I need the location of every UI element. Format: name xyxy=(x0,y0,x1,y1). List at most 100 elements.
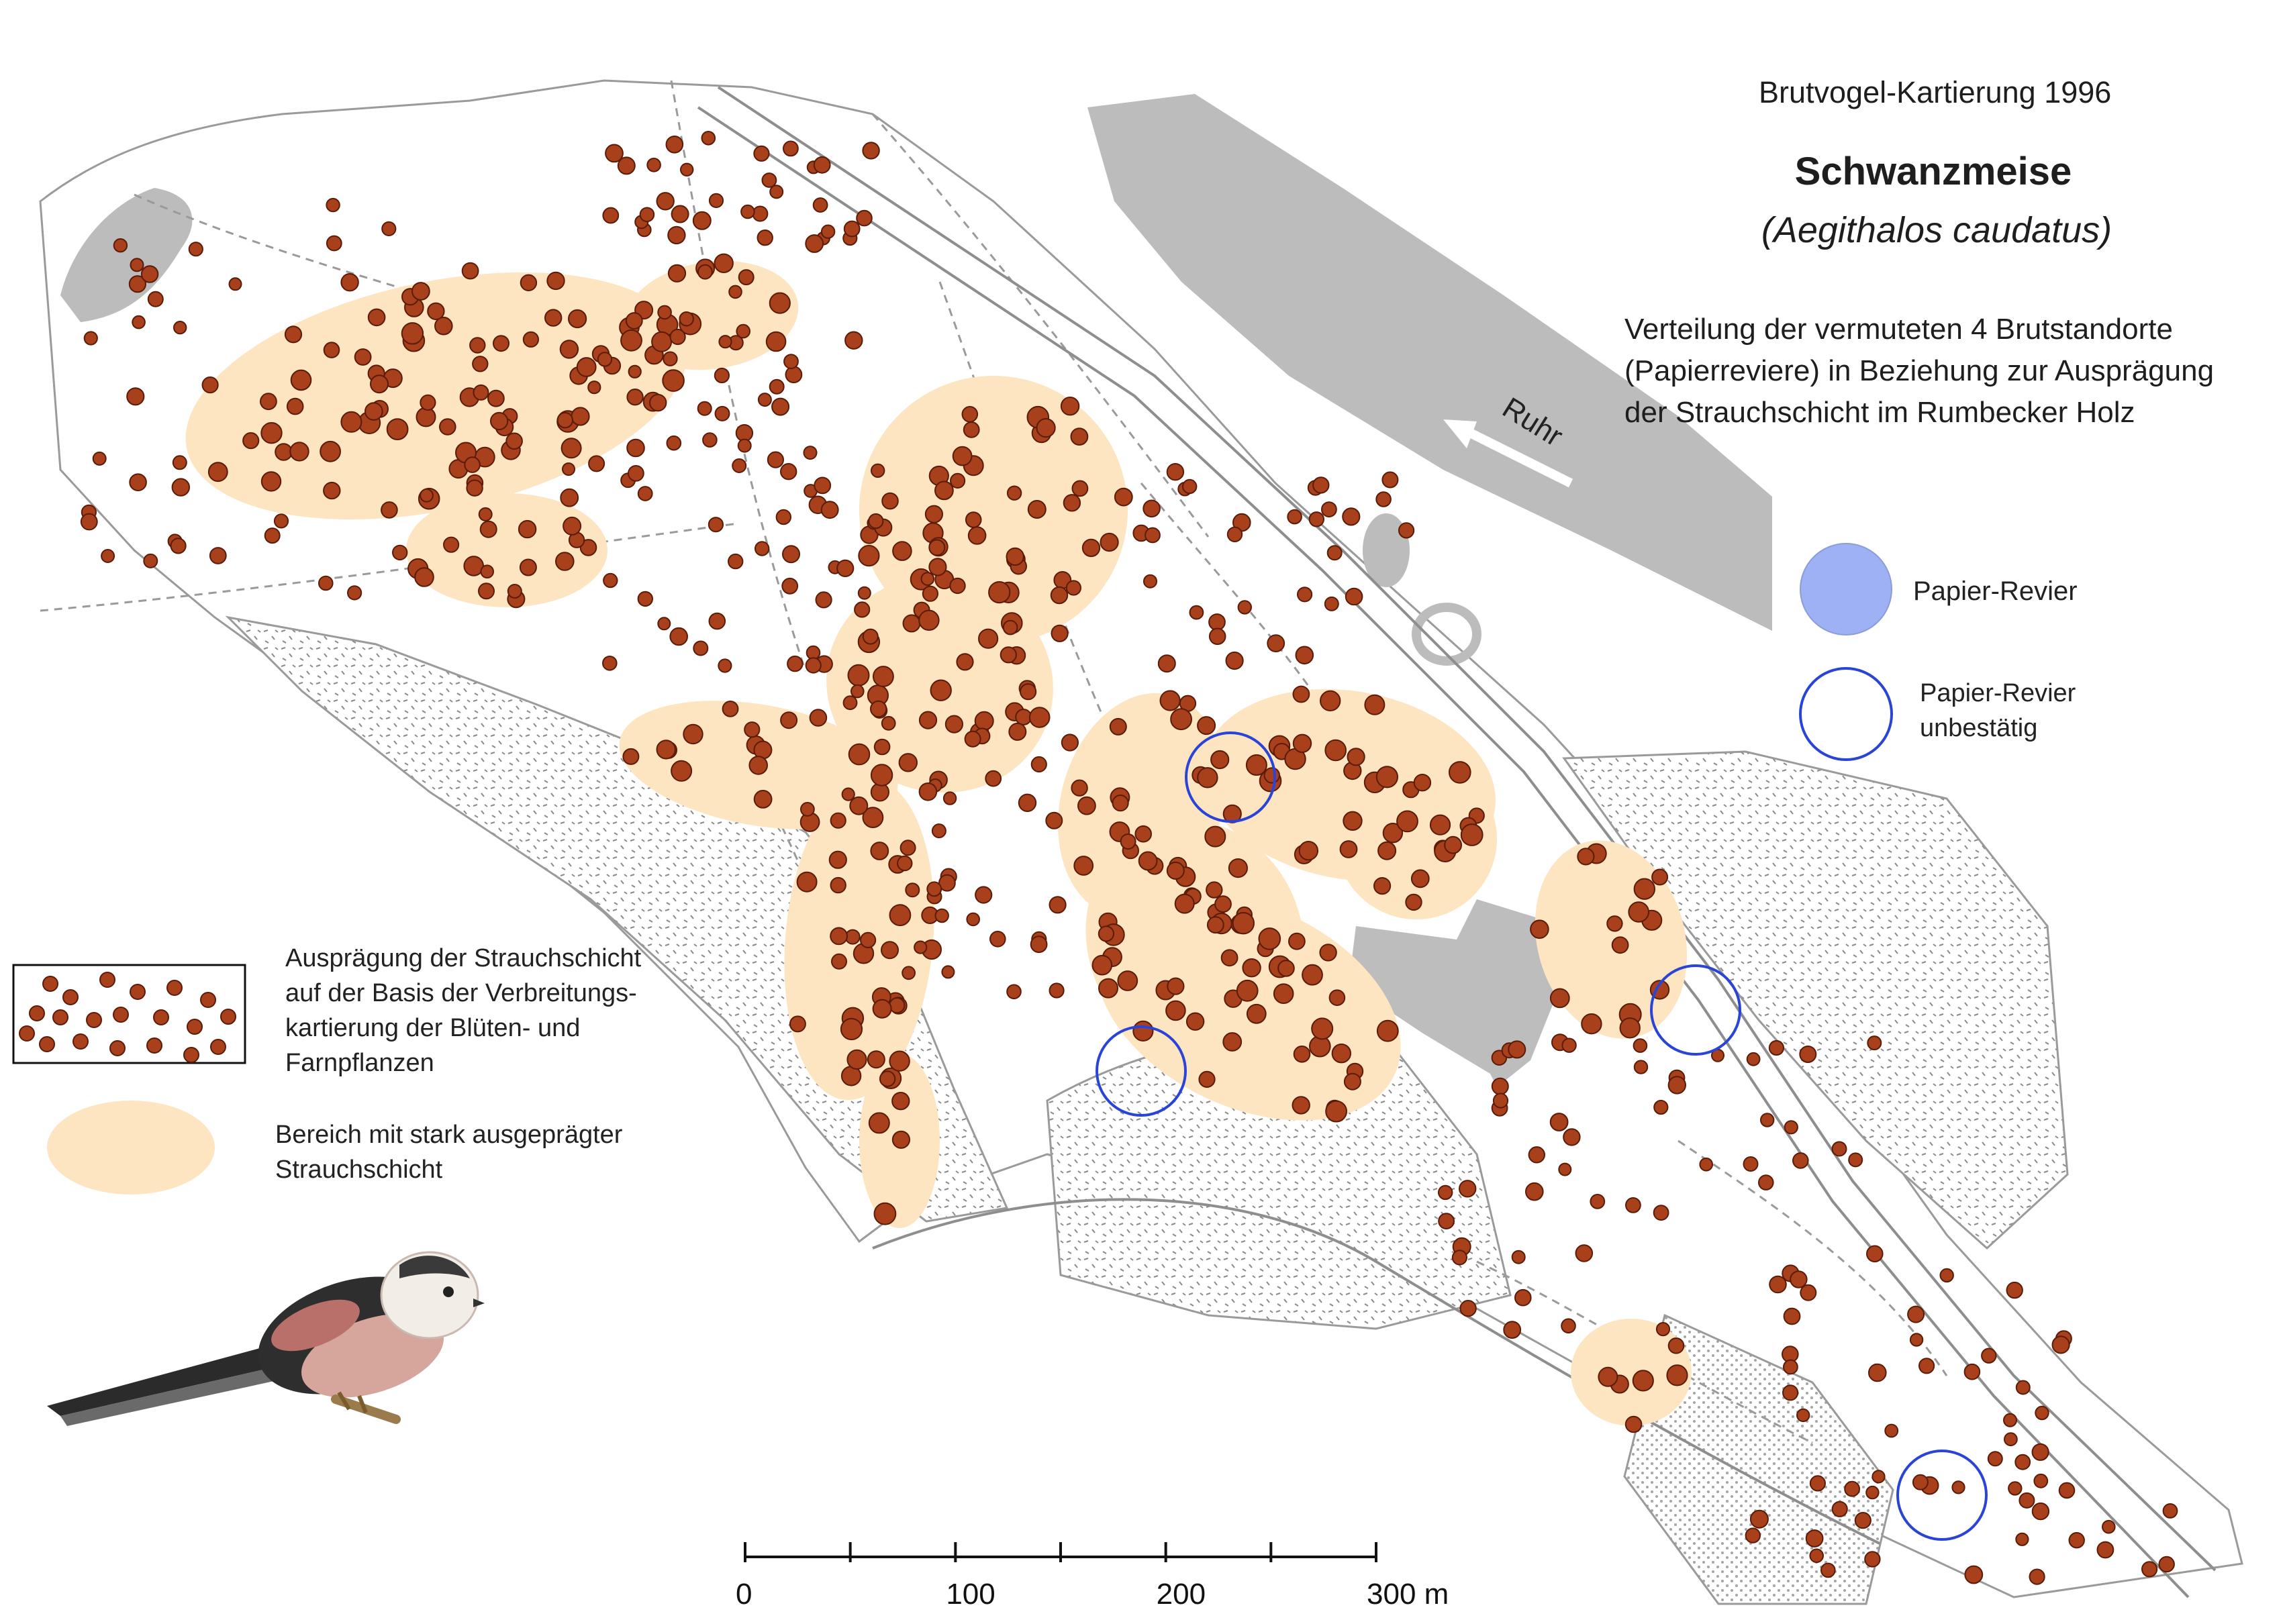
shrub-dot xyxy=(814,476,832,495)
shrub-dot xyxy=(2096,1541,2114,1559)
shrub-dot xyxy=(753,790,773,809)
shrub-dot xyxy=(1745,1527,1761,1543)
shrub-dot xyxy=(1459,1300,1477,1317)
shrub-dot xyxy=(1632,1370,1654,1392)
shrub-dot xyxy=(800,802,815,817)
shrub-dot xyxy=(427,302,445,320)
shrub-dot xyxy=(1871,1470,1886,1484)
shrub-dot xyxy=(737,438,752,453)
shrub-dot xyxy=(905,882,920,898)
shrub-dot xyxy=(656,740,676,760)
territory-circles xyxy=(1096,731,1988,1541)
shrub-dot xyxy=(273,513,289,529)
shrub-dot xyxy=(1232,912,1255,935)
shrub-dot xyxy=(401,322,424,345)
shrub-dot xyxy=(669,328,686,346)
shrub-dot xyxy=(1800,1284,1817,1301)
shrub-dot xyxy=(579,539,597,556)
shrub-dot xyxy=(975,886,993,904)
dense-shrub-area xyxy=(1571,1319,1692,1426)
shrub-dot xyxy=(780,463,797,480)
shrub-dot xyxy=(469,337,486,354)
shrub-dot xyxy=(941,965,955,979)
shrub-dot xyxy=(480,564,495,579)
shrub-dot xyxy=(1364,694,1385,715)
shrub-dot xyxy=(1491,1077,1509,1095)
shrub-dot xyxy=(949,577,966,595)
shrub-dot xyxy=(708,517,724,533)
shrub-dot xyxy=(1451,1250,1467,1266)
shrub-dot xyxy=(830,876,846,894)
shrub-dot xyxy=(561,438,582,459)
shrub-dot xyxy=(840,1017,863,1041)
shrub-dot xyxy=(952,446,973,466)
field-east xyxy=(1562,750,2069,1250)
shrub-dot xyxy=(1792,1152,1809,1169)
shrub-dot xyxy=(657,617,671,631)
shrub-dot xyxy=(891,1130,911,1149)
shrub-dot xyxy=(1138,851,1158,871)
shrub-dot xyxy=(1166,861,1185,880)
shrub-dot xyxy=(755,541,770,556)
shrub-dot xyxy=(767,451,785,468)
shrub-dot xyxy=(354,348,372,366)
shrub-dot xyxy=(2031,1502,2050,1521)
shrub-dot xyxy=(881,492,899,510)
shrub-dot xyxy=(1292,733,1312,754)
shrub-dot xyxy=(129,473,147,492)
shrub-dot xyxy=(902,614,921,633)
shrub-dot xyxy=(1625,1197,1641,1213)
scale-bar-label: 200 xyxy=(1157,1578,1206,1611)
shrub-dot xyxy=(1326,545,1343,561)
shrub-dot xyxy=(2102,1519,2116,1534)
legend-dense-swatch xyxy=(47,1101,215,1195)
shrub-dot xyxy=(2141,1561,2158,1578)
shrub-dot xyxy=(787,655,804,672)
shrub-dot xyxy=(708,193,724,208)
shrub-dot xyxy=(605,144,624,163)
shrub-dot xyxy=(978,628,999,649)
shrub-dot xyxy=(961,406,979,423)
shrub-dot xyxy=(1302,964,1323,986)
shrub-dot xyxy=(1077,796,1096,815)
shrub-dot xyxy=(667,225,686,245)
shrub-dot xyxy=(1820,1562,1836,1578)
shrub-dot xyxy=(934,908,949,923)
shrub-dot xyxy=(1134,825,1152,843)
shrub-dot xyxy=(868,513,884,529)
shrub-dot xyxy=(1295,646,1314,665)
river-ruhr xyxy=(1087,94,1772,631)
shrub-dot xyxy=(1784,1120,1798,1135)
shrub-dot xyxy=(1320,690,1341,712)
shrub-dot xyxy=(1907,1305,1925,1323)
pond-small-2 xyxy=(1412,603,1481,666)
shrub-dot xyxy=(897,855,913,872)
shrub-dot xyxy=(2068,1532,2085,1549)
shrub-dot xyxy=(1339,840,1358,858)
shrub-dot xyxy=(1492,1093,1509,1109)
shrub-dot xyxy=(967,526,987,545)
shrub-dot xyxy=(930,679,952,701)
shrub-dot xyxy=(1667,1076,1687,1095)
shrub-dot xyxy=(898,753,918,772)
shrub-dot xyxy=(2035,1405,2049,1421)
shrub-dot xyxy=(1222,1032,1243,1052)
shrub-dot xyxy=(466,479,483,497)
shrub-dot xyxy=(1868,1363,1887,1382)
shrub-dot xyxy=(965,511,982,528)
shrub-dot xyxy=(1347,748,1365,766)
shrub-dot xyxy=(718,658,732,673)
shrub-dot xyxy=(1653,1205,1669,1221)
shrub-dot xyxy=(546,271,565,291)
shrub-dot xyxy=(752,205,769,222)
shrub-dot xyxy=(1143,574,1157,589)
shrub-dot xyxy=(736,323,750,339)
shrub-dot xyxy=(147,291,164,307)
shrub-dot xyxy=(1343,1072,1361,1090)
shrub-dot xyxy=(657,305,672,320)
shrub-dot xyxy=(805,657,822,674)
shrub-dot xyxy=(1018,793,1037,813)
shrub-dot xyxy=(2019,1492,2035,1509)
shrub-dot xyxy=(783,354,799,369)
